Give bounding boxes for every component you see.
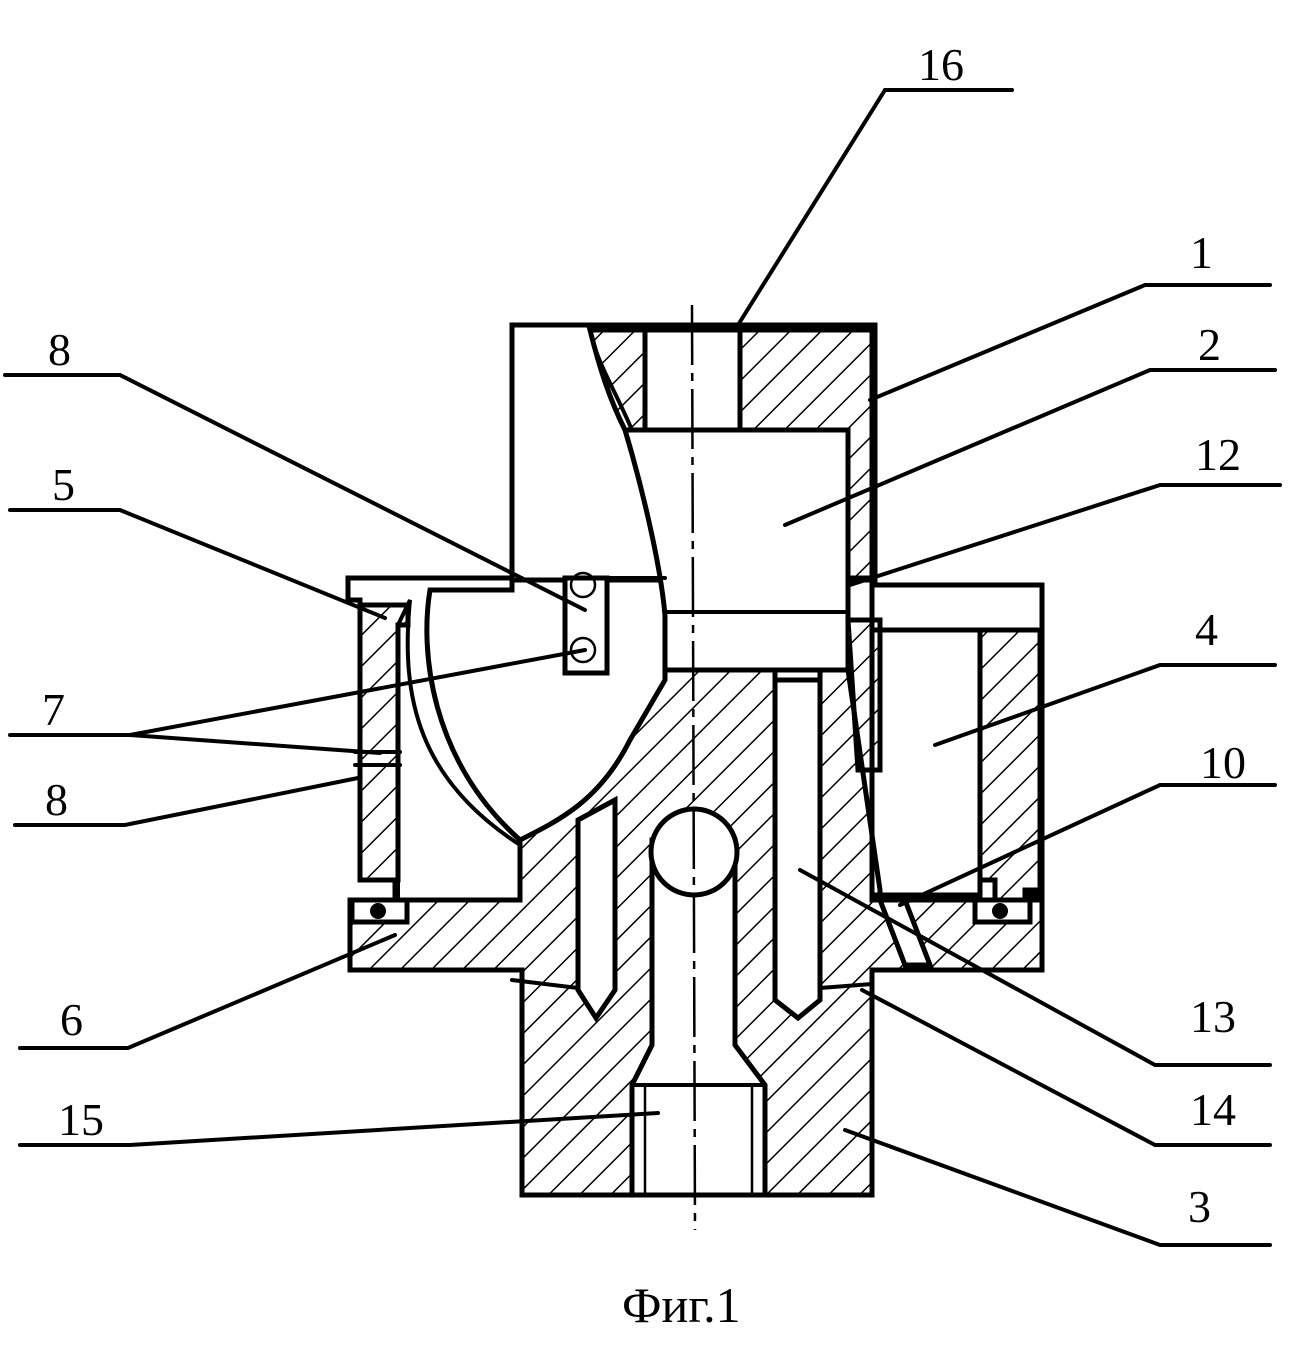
label-5: 5 xyxy=(52,459,75,510)
label-6: 6 xyxy=(60,994,83,1045)
label-2: 2 xyxy=(1198,319,1221,370)
label-8-bottom: 8 xyxy=(45,774,68,825)
label-16: 16 xyxy=(918,39,964,90)
label-3: 3 xyxy=(1188,1181,1211,1232)
label-12: 12 xyxy=(1195,429,1241,480)
label-7: 7 xyxy=(42,684,65,735)
label-8-top: 8 xyxy=(48,324,71,375)
label-13: 13 xyxy=(1190,991,1236,1042)
label-15: 15 xyxy=(58,1094,104,1145)
label-4: 4 xyxy=(1195,604,1218,655)
spool-part-2 xyxy=(625,430,848,670)
label-1: 1 xyxy=(1190,227,1213,278)
figure-caption: Фиг.1 xyxy=(622,1277,741,1333)
label-14: 14 xyxy=(1190,1084,1236,1135)
label-10: 10 xyxy=(1200,737,1246,788)
